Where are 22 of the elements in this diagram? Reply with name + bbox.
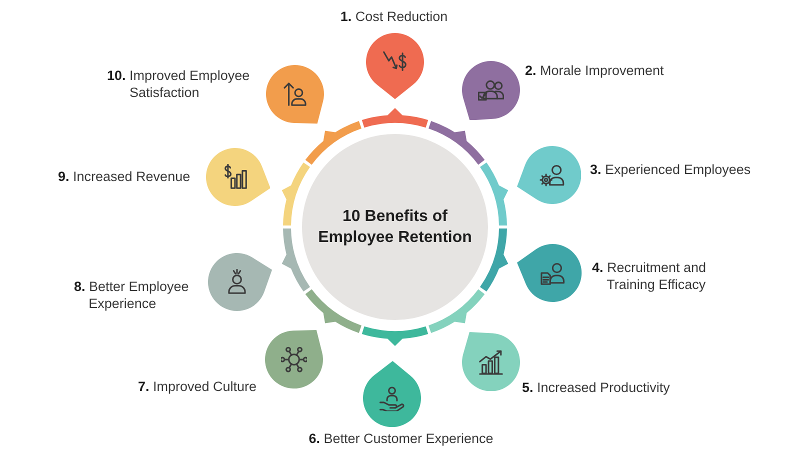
speech-bubble bbox=[206, 148, 270, 206]
speech-bubble bbox=[462, 332, 520, 391]
benefit-label: 5. Increased Productivity bbox=[522, 379, 670, 396]
speech-bubble bbox=[366, 33, 424, 100]
speech-bubble bbox=[462, 61, 520, 120]
benefit-label: 10. Improved Employee Satisfaction bbox=[107, 67, 251, 101]
benefit-label: 4. Recruitment and Training Efficacy bbox=[592, 259, 708, 293]
speech-bubble bbox=[517, 244, 582, 302]
benefit-label: 3. Experienced Employees bbox=[590, 161, 751, 178]
speech-bubble bbox=[265, 330, 323, 389]
center-title: 10 Benefits of Employee Retention bbox=[317, 207, 473, 248]
benefit-label: 7. Improved Culture bbox=[138, 378, 257, 395]
benefit-label: 9. Increased Revenue bbox=[58, 168, 190, 185]
center-circle bbox=[302, 134, 488, 320]
benefit-label: 6. Better Customer Experience bbox=[308, 430, 494, 447]
benefit-label: 1. Cost Reduction bbox=[340, 8, 448, 25]
speech-bubble bbox=[266, 65, 324, 124]
speech-bubble bbox=[516, 146, 581, 204]
benefit-label: 2. Morale Improvement bbox=[525, 62, 664, 79]
speech-bubble bbox=[208, 253, 272, 311]
benefit-label: 8. Better Employee Experience bbox=[74, 278, 190, 312]
speech-bubble bbox=[363, 360, 421, 427]
